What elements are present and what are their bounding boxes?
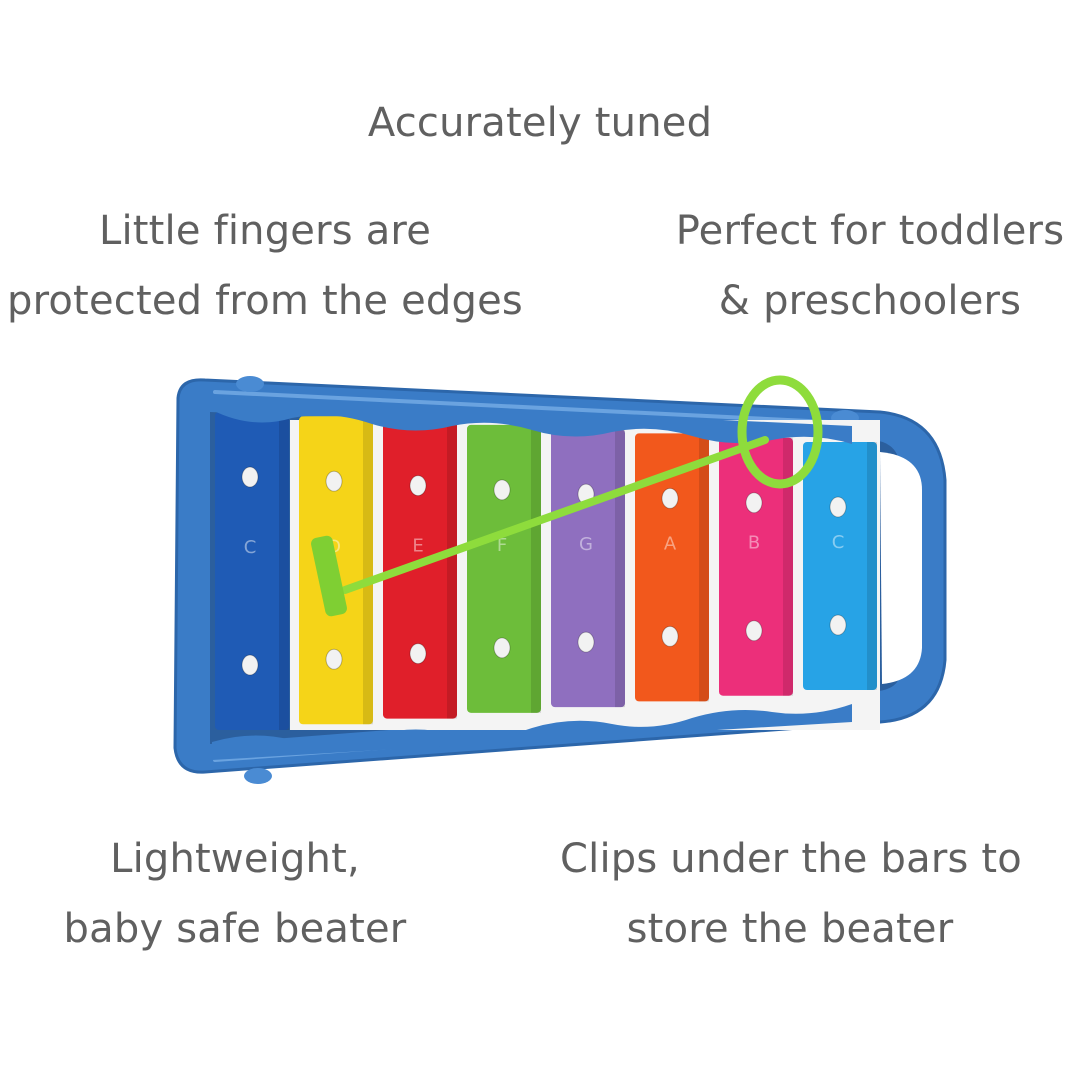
bar-shade [279, 412, 289, 730]
bar-rivet [661, 487, 679, 509]
frame-top-wave [212, 396, 852, 444]
bar-rivet [829, 614, 847, 636]
xylophone-bar: C [215, 412, 289, 730]
xylophone-bar: E [383, 420, 457, 719]
frame-bottom-wave [212, 704, 852, 760]
beater-head [311, 535, 347, 617]
bar-note-label: F [497, 535, 507, 556]
bar-rivet [577, 631, 595, 653]
caption-age-range: Perfect for toddlers & preschoolers [660, 196, 1080, 336]
caption-accurately-tuned: Accurately tuned [320, 88, 760, 158]
frame-corner-bump [244, 768, 272, 784]
bar-rivet [745, 492, 763, 514]
caption-line: Accurately tuned [367, 100, 713, 146]
bar-shade [447, 420, 457, 719]
caption-beater-storage: Clips under the bars to store the beater [560, 824, 1022, 964]
bar-note-label: C [244, 537, 257, 558]
beater-handle [341, 436, 769, 594]
xylophone-bar: B [719, 437, 793, 696]
bar-shade [699, 433, 709, 702]
caption-line: Perfect for toddlers [675, 208, 1065, 254]
bar-shade [783, 437, 793, 696]
bar-note-label: G [579, 534, 593, 555]
caption-beater: Lightweight, baby safe beater [40, 824, 430, 964]
xylophone-bar: A [635, 433, 709, 702]
bar-rivet [493, 637, 511, 659]
bar-rivet [745, 620, 763, 642]
caption-line: store the beater [626, 906, 954, 952]
xylophone-bar: G [551, 429, 625, 708]
caption-line: & preschoolers [718, 278, 1022, 324]
bar-shade [867, 442, 877, 690]
bar-rivet [325, 470, 343, 492]
bar-rivet [493, 479, 511, 501]
bar-rivet [409, 475, 427, 497]
bar-rivet [829, 496, 847, 518]
bar-shade [531, 424, 541, 713]
beater-ring [737, 375, 823, 489]
bar-rivet [409, 643, 427, 665]
bar-note-label: A [664, 533, 677, 554]
xylophone-bars: CDEFGABC [215, 412, 877, 730]
caption-line: Clips under the bars to [560, 836, 1022, 882]
bar-note-label: B [748, 533, 760, 554]
bar-shade [363, 416, 373, 725]
bar-note-label: E [412, 536, 423, 557]
frame-corner-bump [236, 376, 264, 392]
bar-body [719, 437, 793, 696]
beater [311, 375, 823, 617]
caption-line: Little fingers are [98, 208, 432, 254]
caption-line: protected from the edges [7, 278, 523, 324]
bar-shade [615, 429, 625, 708]
caption-line: Lightweight, [110, 836, 360, 882]
xylophone-bar: F [467, 424, 541, 713]
bar-rivet [241, 654, 259, 676]
bar-body [803, 442, 877, 690]
bar-body [215, 412, 289, 730]
xylophone-bar: C [803, 442, 877, 690]
frame-handle-hole [880, 452, 922, 684]
bar-body [551, 429, 625, 708]
bar-rivet [241, 466, 259, 488]
bar-body [383, 420, 457, 719]
bar-rivet [325, 648, 343, 670]
frame-top-rail-highlight [213, 390, 872, 426]
caption-line: baby safe beater [63, 906, 407, 952]
caption-finger-protection: Little fingers are protected from the ed… [0, 196, 530, 336]
bar-body [467, 424, 541, 713]
bar-rivet [661, 625, 679, 647]
bar-body [635, 433, 709, 702]
bar-note-label: C [832, 532, 845, 553]
